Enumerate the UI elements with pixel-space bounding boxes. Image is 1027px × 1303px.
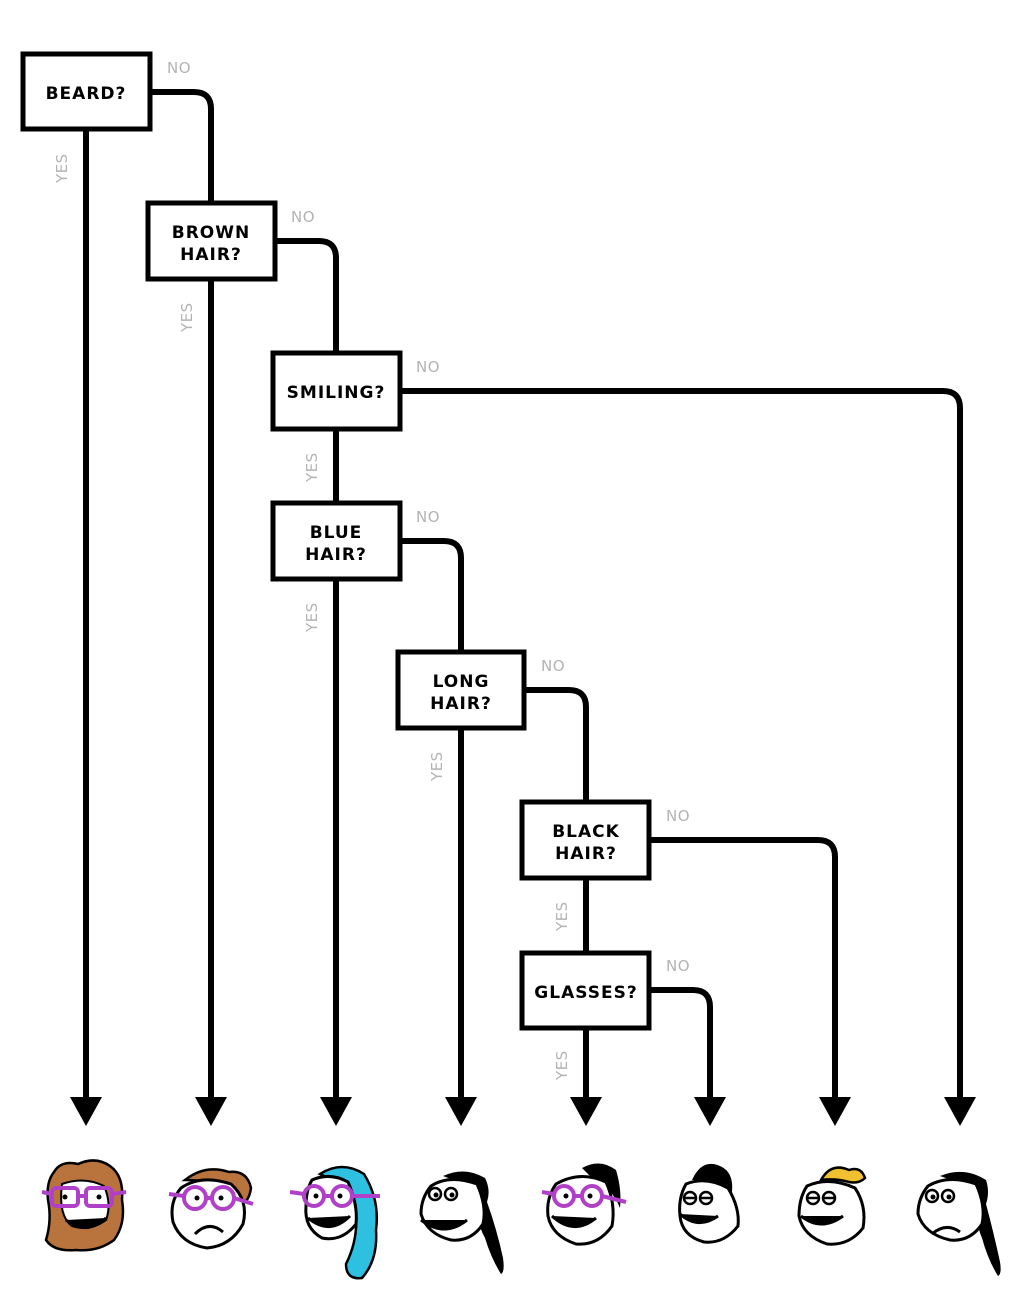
face-black-hair-glasses-smiling: [541, 1163, 627, 1246]
question-text: BLUE: [310, 523, 363, 543]
connector-lines: [83, 89, 963, 1100]
question-text: BEARD?: [46, 84, 127, 104]
arrowhead: [819, 1097, 851, 1126]
yes-label: YES: [53, 153, 71, 184]
yes-label: YES: [428, 751, 446, 782]
no-label: NO: [167, 59, 191, 77]
no-line-beard: [150, 89, 214, 203]
arrowhead: [445, 1097, 477, 1126]
smile-mouth: [65, 1216, 108, 1229]
yes-label: YES: [303, 452, 321, 483]
face-ponytail-frowning: [916, 1171, 1001, 1276]
arrowhead: [944, 1097, 976, 1126]
frown-mouth: [193, 1225, 224, 1236]
no-line-smiling: [400, 388, 963, 1100]
question-text: HAIR?: [430, 694, 492, 714]
glasses-icon: [541, 1184, 627, 1208]
question-text: SMILING?: [287, 383, 386, 403]
arrowhead: [70, 1097, 102, 1126]
face-ponytail-smiling: [419, 1171, 504, 1274]
smile-mouth: [679, 1212, 719, 1224]
question-node-long-hair: LONG HAIR?: [395, 649, 527, 731]
yes-labels: YES YES YES YES YES YES YES: [53, 153, 571, 1081]
question-node-smiling: SMILING?: [270, 350, 403, 432]
glasses-icon: [168, 1185, 254, 1211]
glasses-icon: [289, 1184, 380, 1208]
question-text: HAIR?: [180, 245, 242, 265]
no-line-black-hair: [649, 837, 838, 1100]
no-label: NO: [416, 358, 440, 376]
no-label: NO: [666, 957, 690, 975]
yes-label: YES: [553, 901, 571, 932]
arrowhead: [570, 1097, 602, 1126]
blonde-hair-shape: [818, 1166, 867, 1184]
question-text: HAIR?: [555, 844, 617, 864]
arrowhead: [195, 1097, 227, 1126]
yes-label: YES: [178, 302, 196, 333]
question-node-glasses: GLASSES?: [519, 950, 652, 1031]
black-hair-shape: [582, 1163, 621, 1208]
face-bearded-glasses-smiling: [41, 1159, 127, 1252]
question-node-black-hair: BLACK HAIR?: [519, 799, 652, 881]
question-node-beard: BEARD?: [20, 51, 153, 132]
smile-mouth: [800, 1214, 844, 1226]
question-node-brown-hair: BROWN HAIR?: [145, 200, 278, 282]
frown-mouth: [931, 1226, 961, 1236]
arrowhead: [320, 1097, 352, 1126]
face-skin: [797, 1180, 866, 1246]
face-skin: [678, 1179, 740, 1244]
face-blonde-smiling: [797, 1166, 867, 1246]
face-black-hair-smiling: [678, 1163, 740, 1244]
question-text: GLASSES?: [534, 983, 637, 1003]
face-skin: [916, 1178, 985, 1242]
yes-label: YES: [303, 602, 321, 633]
no-line-brown-hair: [275, 238, 339, 353]
ponytail-hair-shape: [940, 1171, 1001, 1276]
face-blue-hair-glasses-smiling: [289, 1165, 380, 1280]
question-text: BLACK: [552, 822, 620, 842]
no-label: NO: [291, 208, 315, 226]
question-node-blue-hair: BLUE HAIR?: [270, 500, 403, 582]
arrowhead: [694, 1097, 726, 1126]
smile-mouth: [550, 1214, 597, 1228]
smile-mouth: [307, 1214, 352, 1228]
face-skin: [546, 1175, 615, 1246]
question-text: LONG: [433, 672, 490, 692]
no-labels: NO NO NO NO NO NO NO: [167, 59, 690, 975]
question-text: BROWN: [172, 223, 250, 243]
face-skin: [170, 1178, 246, 1250]
no-label: NO: [416, 508, 440, 526]
question-text: HAIR?: [305, 545, 367, 565]
no-line-glasses: [649, 987, 713, 1100]
no-line-blue-hair: [400, 538, 464, 652]
face-brown-hair-glasses-frowning: [168, 1168, 254, 1250]
no-label: NO: [666, 807, 690, 825]
ponytail-hair-shape: [443, 1171, 504, 1274]
yes-label: YES: [553, 1050, 571, 1081]
arrowheads: [70, 1097, 976, 1126]
no-label: NO: [541, 657, 565, 675]
no-line-long-hair: [524, 687, 589, 802]
smile-mouth: [420, 1218, 468, 1231]
glasses-icon: [41, 1186, 127, 1208]
